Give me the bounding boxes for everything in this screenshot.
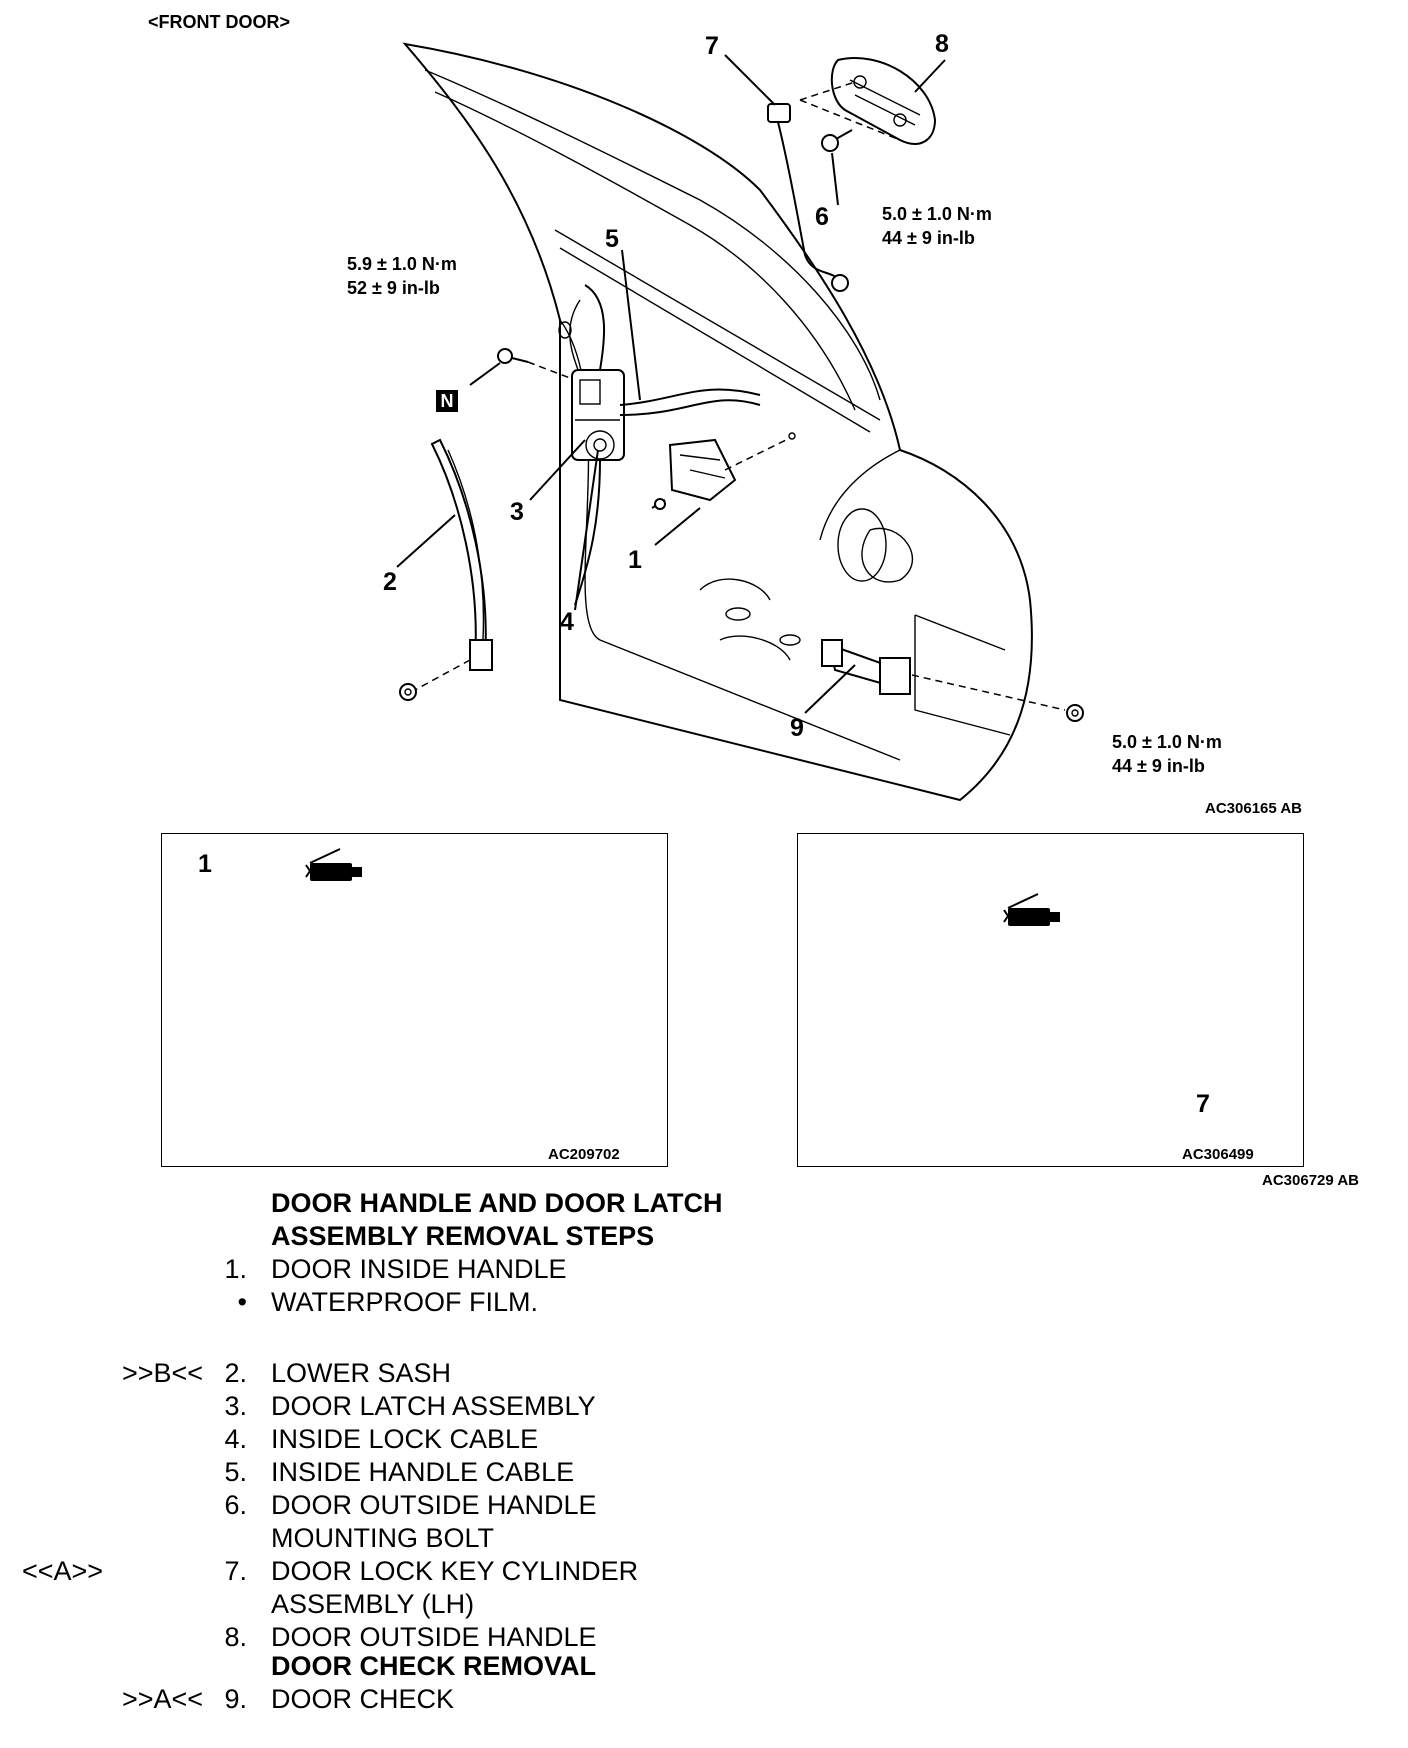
leader-7 xyxy=(724,54,776,106)
leader-6 xyxy=(831,152,839,206)
step-text: MOUNTING BOLT xyxy=(271,1523,495,1553)
step-marker: <<A>> xyxy=(22,1556,104,1586)
door-window-frame-inner xyxy=(434,91,856,411)
figure-id-overall: AC306729 AB xyxy=(1262,1172,1359,1189)
inside-handle-screw-head xyxy=(654,498,666,510)
step-number: 4. xyxy=(224,1424,247,1454)
step-text: DOOR CHECK xyxy=(271,1684,455,1714)
procedure-heading-line1: DOOR HANDLE AND DOOR LATCH xyxy=(271,1188,723,1218)
door-hole-low xyxy=(719,635,791,661)
figure-id-inset-left: AC209702 xyxy=(548,1146,620,1163)
callout-6: 6 xyxy=(815,203,829,231)
door-check xyxy=(821,614,1066,736)
door-inside-handle xyxy=(668,432,796,502)
torque-outside-handle-inlb: 44 ± 9 in-lb xyxy=(882,228,975,248)
procedure-heading-line2: ASSEMBLY REMOVAL STEPS xyxy=(271,1221,655,1251)
door-lock-key-cylinder xyxy=(767,103,849,292)
step-number: 5. xyxy=(224,1457,247,1487)
leader-N xyxy=(469,362,501,386)
lower-sash-bolt xyxy=(399,683,417,701)
inset-handle-detail xyxy=(797,833,1304,1167)
torque-outside-handle-nm: 5.0 ± 1.0 N·m xyxy=(882,204,992,224)
callout-8: 8 xyxy=(935,30,949,58)
torque-door-check-bolt: 5.0 ± 1.0 N·m 44 ± 9 in-lb xyxy=(1112,730,1222,778)
inside-lock-cable xyxy=(574,284,606,606)
outside-handle-bolt xyxy=(821,129,853,152)
step-number: 3. xyxy=(224,1391,247,1421)
leader-3 xyxy=(529,439,586,501)
step-text: DOOR OUTSIDE HANDLE xyxy=(271,1490,597,1520)
step-number: • xyxy=(237,1287,247,1317)
step-text: LOWER SASH xyxy=(271,1358,452,1388)
step-number: 9. xyxy=(224,1684,247,1714)
door-belt-line xyxy=(554,229,881,421)
torque-door-check-inlb: 44 ± 9 in-lb xyxy=(1112,756,1205,776)
figure-id-main: AC306165 AB xyxy=(1205,800,1302,817)
step-marker: >>A<< xyxy=(122,1684,204,1714)
torque-outside-handle-bolt: 5.0 ± 1.0 N·m 44 ± 9 in-lb xyxy=(882,202,992,250)
latch-mounting-bolt xyxy=(497,348,571,379)
callout-2: 2 xyxy=(383,568,397,596)
step-number: 6. xyxy=(224,1490,247,1520)
inside-handle-cable xyxy=(619,388,761,416)
door-belt-line-2 xyxy=(559,247,871,433)
door-check-bolt xyxy=(1066,704,1084,722)
torque-latch-bolt-nm: 5.9 ± 1.0 N·m xyxy=(347,254,457,274)
leader-9 xyxy=(804,664,856,714)
door-service-hole xyxy=(837,508,887,582)
door-hole-b xyxy=(779,634,801,646)
door-inner-panel xyxy=(559,319,901,761)
leader-4 xyxy=(574,449,599,611)
step-number: 2. xyxy=(224,1358,247,1388)
callout-1: 1 xyxy=(628,546,642,574)
door-inner-contour xyxy=(819,449,914,583)
leader-5 xyxy=(621,249,641,401)
callout-9: 9 xyxy=(790,714,804,742)
inset-latch-detail xyxy=(161,833,668,1167)
step-text: INSIDE HANDLE CABLE xyxy=(271,1457,575,1487)
lower-sash xyxy=(414,438,493,691)
leader-1 xyxy=(654,507,701,546)
step-text: ASSEMBLY (LH) xyxy=(271,1589,475,1619)
callout-3: 3 xyxy=(510,498,524,526)
inset-right-callout: 7 xyxy=(1196,1090,1210,1118)
step-text: WATERPROOF FILM. xyxy=(271,1287,538,1317)
latch-rod xyxy=(569,299,581,371)
step-number: 8. xyxy=(224,1622,247,1652)
door-hole-upper xyxy=(558,321,572,339)
door-panel-outline xyxy=(402,42,1033,802)
inset-left-callout: 1 xyxy=(198,850,212,878)
step-text: DOOR LOCK KEY CYLINDER xyxy=(271,1556,639,1586)
step-text: DOOR OUTSIDE HANDLE xyxy=(271,1622,597,1652)
step-text: DOOR INSIDE HANDLE xyxy=(271,1254,567,1284)
new-part-badge: N xyxy=(436,390,458,412)
step-marker: >>B<< xyxy=(122,1358,204,1388)
callout-7: 7 xyxy=(705,32,719,60)
figure-id-inset-right: AC306499 xyxy=(1182,1146,1254,1163)
torque-latch-bolt: 5.9 ± 1.0 N·m 52 ± 9 in-lb xyxy=(347,252,457,300)
leader-8 xyxy=(914,59,946,93)
step-number: 1. xyxy=(224,1254,247,1284)
torque-door-check-nm: 5.0 ± 1.0 N·m xyxy=(1112,732,1222,752)
door-window-frame xyxy=(424,69,881,401)
torque-latch-bolt-inlb: 52 ± 9 in-lb xyxy=(347,278,440,298)
door-check-removal-heading: DOOR CHECK REMOVAL xyxy=(271,1651,597,1681)
door-hole-mid xyxy=(699,578,771,601)
callout-5: 5 xyxy=(605,225,619,253)
door-outside-handle xyxy=(799,57,937,145)
callout-4: 4 xyxy=(560,608,574,636)
step-text: DOOR LATCH ASSEMBLY xyxy=(271,1391,596,1421)
front-door-label: <FRONT DOOR> xyxy=(148,12,291,32)
door-hole-a xyxy=(725,607,751,621)
step-number: 7. xyxy=(224,1556,247,1586)
step-text: INSIDE LOCK CABLE xyxy=(271,1424,539,1454)
leader-2 xyxy=(396,514,456,568)
